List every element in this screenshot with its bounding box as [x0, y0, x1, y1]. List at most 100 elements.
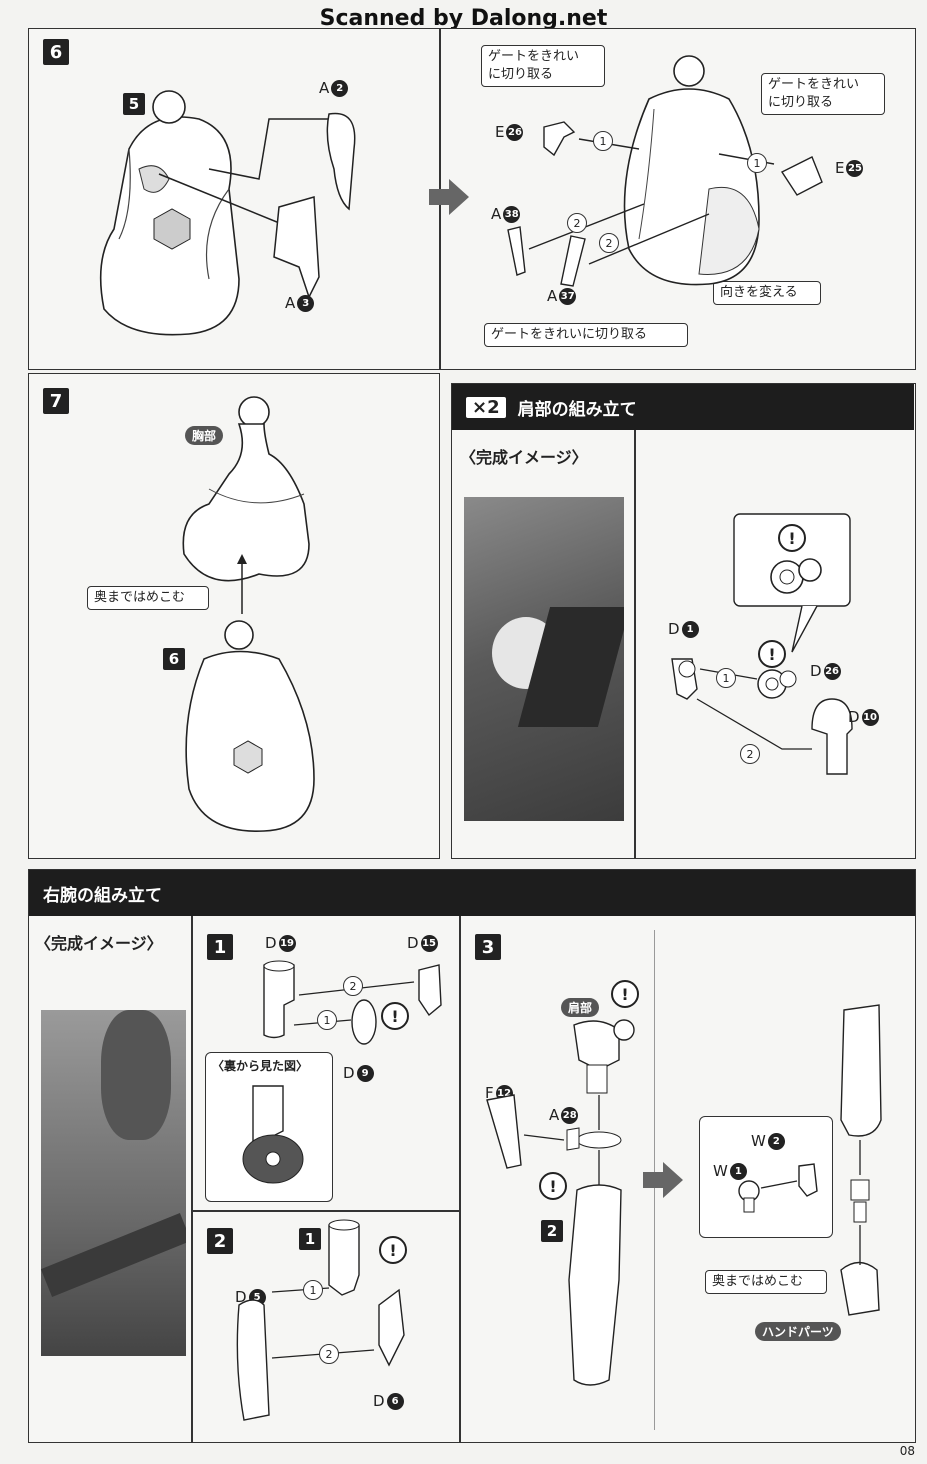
arm-step3-substep-number: 2 [541, 1220, 563, 1242]
arm-complete-photo [41, 1010, 186, 1356]
step6-number: 6 [43, 39, 69, 65]
arm-step3-next-arrow [643, 1162, 683, 1198]
arm-step2-number: 2 [207, 1228, 233, 1254]
seq-1-e25: 1 [747, 153, 767, 173]
chest-label: 胸部 [185, 426, 224, 445]
gate-callout-3: ゲートをきれいに切り取る [484, 323, 688, 347]
gate-callout-2: ゲートをきれい に切り取る [761, 73, 885, 115]
back-view-box: 〈裏から見た図〉 [205, 1052, 333, 1202]
part-d15-letter: D [407, 934, 419, 952]
shoulder-title-bar: ×2 肩部の組み立て [452, 384, 914, 430]
shoulder-multiplier: ×2 [466, 396, 506, 418]
arm-step1-drawing [263, 960, 442, 1045]
shoulder-complete-photo [464, 497, 624, 821]
hand-joint-drawing [738, 1163, 818, 1213]
step7-arrow [237, 554, 247, 614]
arm-step1-warning-icon: ! [381, 1002, 409, 1030]
part-e26-number: 26 [506, 123, 524, 141]
part-a3-number: 3 [297, 294, 315, 312]
step6-arrows-left [158, 118, 329, 230]
part-d10-letter: D [848, 708, 860, 726]
part-a2-number: 2 [331, 79, 349, 97]
part-e25-drawing [780, 156, 823, 196]
arm-step2-substep-number: 1 [299, 1228, 321, 1250]
part-d26-letter: D [810, 662, 822, 680]
part-a38-letter: A [491, 205, 502, 223]
arm-complete-image-heading: 〈完成イメージ〉 [35, 934, 163, 953]
arm-step1-seq-1: 1 [317, 1010, 337, 1030]
step7-number: 7 [43, 388, 69, 414]
part-d1-number: 1 [681, 620, 699, 638]
seq-2-a37: 2 [599, 233, 619, 253]
hand-parts-label: ハンドパーツ [755, 1322, 841, 1341]
chest-drawing [182, 396, 310, 582]
seq-1-e26: 1 [593, 131, 613, 151]
warning-icon-d26: ! [758, 640, 786, 668]
back-view-label: 〈裏から見た図〉 [212, 1059, 309, 1073]
step7-panel: 7 胸部 奥まではめこむ 6 [28, 373, 440, 859]
forearm-drawing [840, 1004, 882, 1316]
part-a3-drawing [273, 196, 320, 299]
part-a28-letter: A [549, 1106, 560, 1124]
arm-step1-number: 1 [207, 934, 233, 960]
arm-shoulder-label: 肩部 [561, 998, 600, 1017]
next-step-arrow [429, 179, 469, 215]
step6-substep-number: 5 [123, 93, 145, 115]
arm-step3-warning-icon-top: ! [611, 980, 639, 1008]
part-d9-number: 9 [356, 1064, 374, 1082]
arm-divider-2 [459, 916, 461, 1442]
part-a2-letter: A [319, 79, 330, 97]
part-d9-letter: D [343, 1064, 355, 1082]
arm-step2-warning-icon: ! [379, 1236, 407, 1264]
part-a38-drawing [507, 226, 526, 276]
arm-step2-seq-2: 2 [319, 1344, 339, 1364]
warning-icon-zoom: ! [778, 524, 806, 552]
shoulder-divider [634, 430, 636, 858]
turn-callout: 向きを変える [713, 281, 821, 305]
part-e26-drawing [543, 121, 576, 157]
arm-step2-drawing [236, 1219, 405, 1421]
part-d1-letter: D [668, 620, 680, 638]
back-view-drawing [242, 1085, 304, 1184]
arm-step3-number: 3 [475, 934, 501, 960]
part-a28-number: 28 [561, 1106, 579, 1124]
part-a37-letter: A [547, 287, 558, 305]
shoulder-title: 肩部の組み立て [517, 399, 637, 420]
push-in-callout: 奥まではめこむ [87, 586, 209, 610]
part-w2-number: 2 [767, 1132, 785, 1150]
part-d10-number: 10 [861, 708, 879, 726]
part-a37-number: 37 [559, 287, 577, 305]
arm-step3-drawing [486, 1019, 635, 1386]
arm-divider-1 [191, 916, 193, 1442]
arm-step1-seq-2: 2 [343, 976, 363, 996]
part-w1-letter: W [713, 1162, 728, 1180]
part-e25-letter: E [835, 159, 845, 177]
shoulder-zoom-callout [733, 513, 851, 653]
arm-push-in-callout: 奥まではめこむ [705, 1270, 827, 1294]
right-arm-title-bar: 右腕の組み立て [29, 870, 915, 916]
seq-2-d10: 2 [740, 744, 760, 764]
part-d6-number: 6 [386, 1392, 404, 1410]
part-a38-number: 38 [503, 205, 521, 223]
step7-substep-number: 6 [163, 648, 185, 670]
part-e26-letter: E [495, 123, 505, 141]
arm-step3-warning-icon-mid: ! [539, 1172, 567, 1200]
part-a3-letter: A [285, 294, 296, 312]
part-d26-number: 26 [823, 662, 841, 680]
part-d19-letter: D [265, 934, 277, 952]
